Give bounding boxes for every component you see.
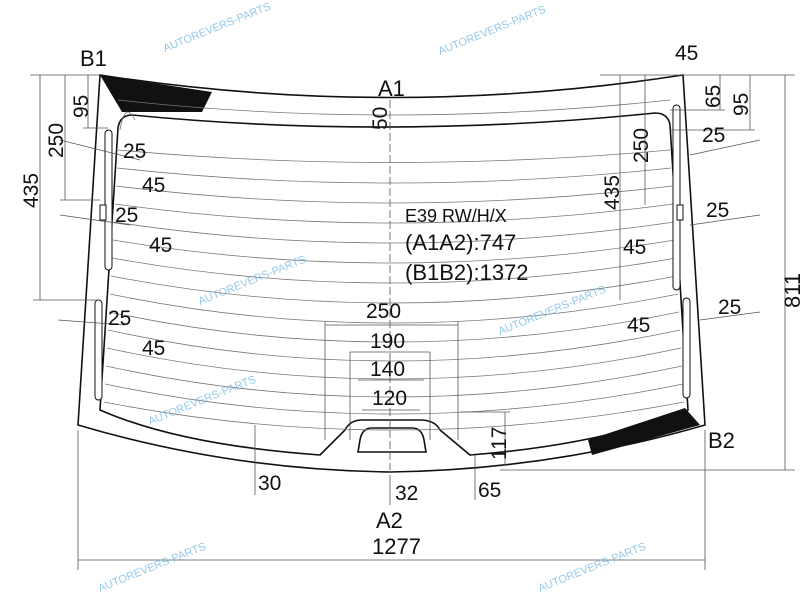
dim-right-25b: 25 [706, 199, 729, 222]
dim-right-435: 435 [601, 175, 624, 210]
a1a2-length: (A1A2):747 [405, 230, 516, 255]
part-code: E39 RW/H/X [405, 206, 507, 226]
point-b2: B2 [708, 428, 735, 453]
dim-left-25b: 25 [115, 204, 138, 227]
antenna-line [117, 99, 671, 116]
point-a1: A1 [378, 76, 405, 101]
dim-top-right-45: 45 [675, 42, 698, 65]
black-band-left [100, 75, 212, 112]
dim-left-45a: 45 [142, 174, 165, 197]
b1b2-length: (B1B2):1372 [405, 260, 529, 285]
dim-top-50: 50 [369, 107, 392, 130]
dim-right-95: 95 [730, 93, 753, 116]
dim-notch-140: 140 [370, 358, 405, 381]
svg-text:AUTOREVERS-PARTS: AUTOREVERS-PARTS [147, 374, 258, 428]
dim-left-25c: 25 [108, 307, 131, 330]
dim-left-25a: 25 [123, 140, 146, 163]
svg-text:AUTOREVERS-PARTS: AUTOREVERS-PARTS [162, 1, 273, 55]
dim-notch-250: 250 [366, 300, 401, 323]
svg-text:AUTOREVERS-PARTS: AUTOREVERS-PARTS [97, 541, 208, 595]
dim-left-435: 435 [20, 173, 43, 208]
dimension-lines [30, 74, 795, 570]
heating-grid [103, 149, 685, 431]
svg-text:AUTOREVERS-PARTS: AUTOREVERS-PARTS [497, 284, 608, 338]
dim-bottom-30: 30 [258, 472, 281, 495]
point-b1: B1 [80, 46, 107, 71]
point-a2: A2 [376, 508, 403, 533]
dim-right-65: 65 [702, 85, 725, 108]
dim-width: 1277 [372, 534, 421, 559]
dim-bottom-32: 32 [395, 482, 418, 505]
dim-right-250: 250 [630, 128, 653, 163]
dim-right-45b: 45 [623, 236, 646, 259]
dim-notch-190: 190 [370, 330, 405, 353]
dim-right-25a: 25 [702, 124, 725, 147]
black-band-right [588, 408, 700, 455]
dim-height: 811 [780, 273, 800, 308]
dim-left-95: 95 [70, 95, 93, 118]
corner-line [119, 111, 136, 131]
dim-bottom-65: 65 [478, 479, 501, 502]
glass-outline [77, 74, 706, 473]
dim-notch-120: 120 [372, 387, 407, 410]
bus-bars [94, 104, 691, 401]
dim-left-45b: 45 [149, 234, 172, 257]
svg-text:AUTOREVERS-PARTS: AUTOREVERS-PARTS [437, 4, 548, 58]
dim-right-45c: 45 [627, 314, 650, 337]
notch-cutout [357, 427, 427, 453]
glass-inner-edge [99, 112, 689, 456]
dim-left-45c: 45 [142, 337, 165, 360]
dim-left-250: 250 [45, 123, 68, 158]
dim-right-25c: 25 [718, 296, 741, 319]
dim-notch-117: 117 [488, 427, 511, 460]
svg-text:AUTOREVERS-PARTS: AUTOREVERS-PARTS [537, 541, 648, 595]
